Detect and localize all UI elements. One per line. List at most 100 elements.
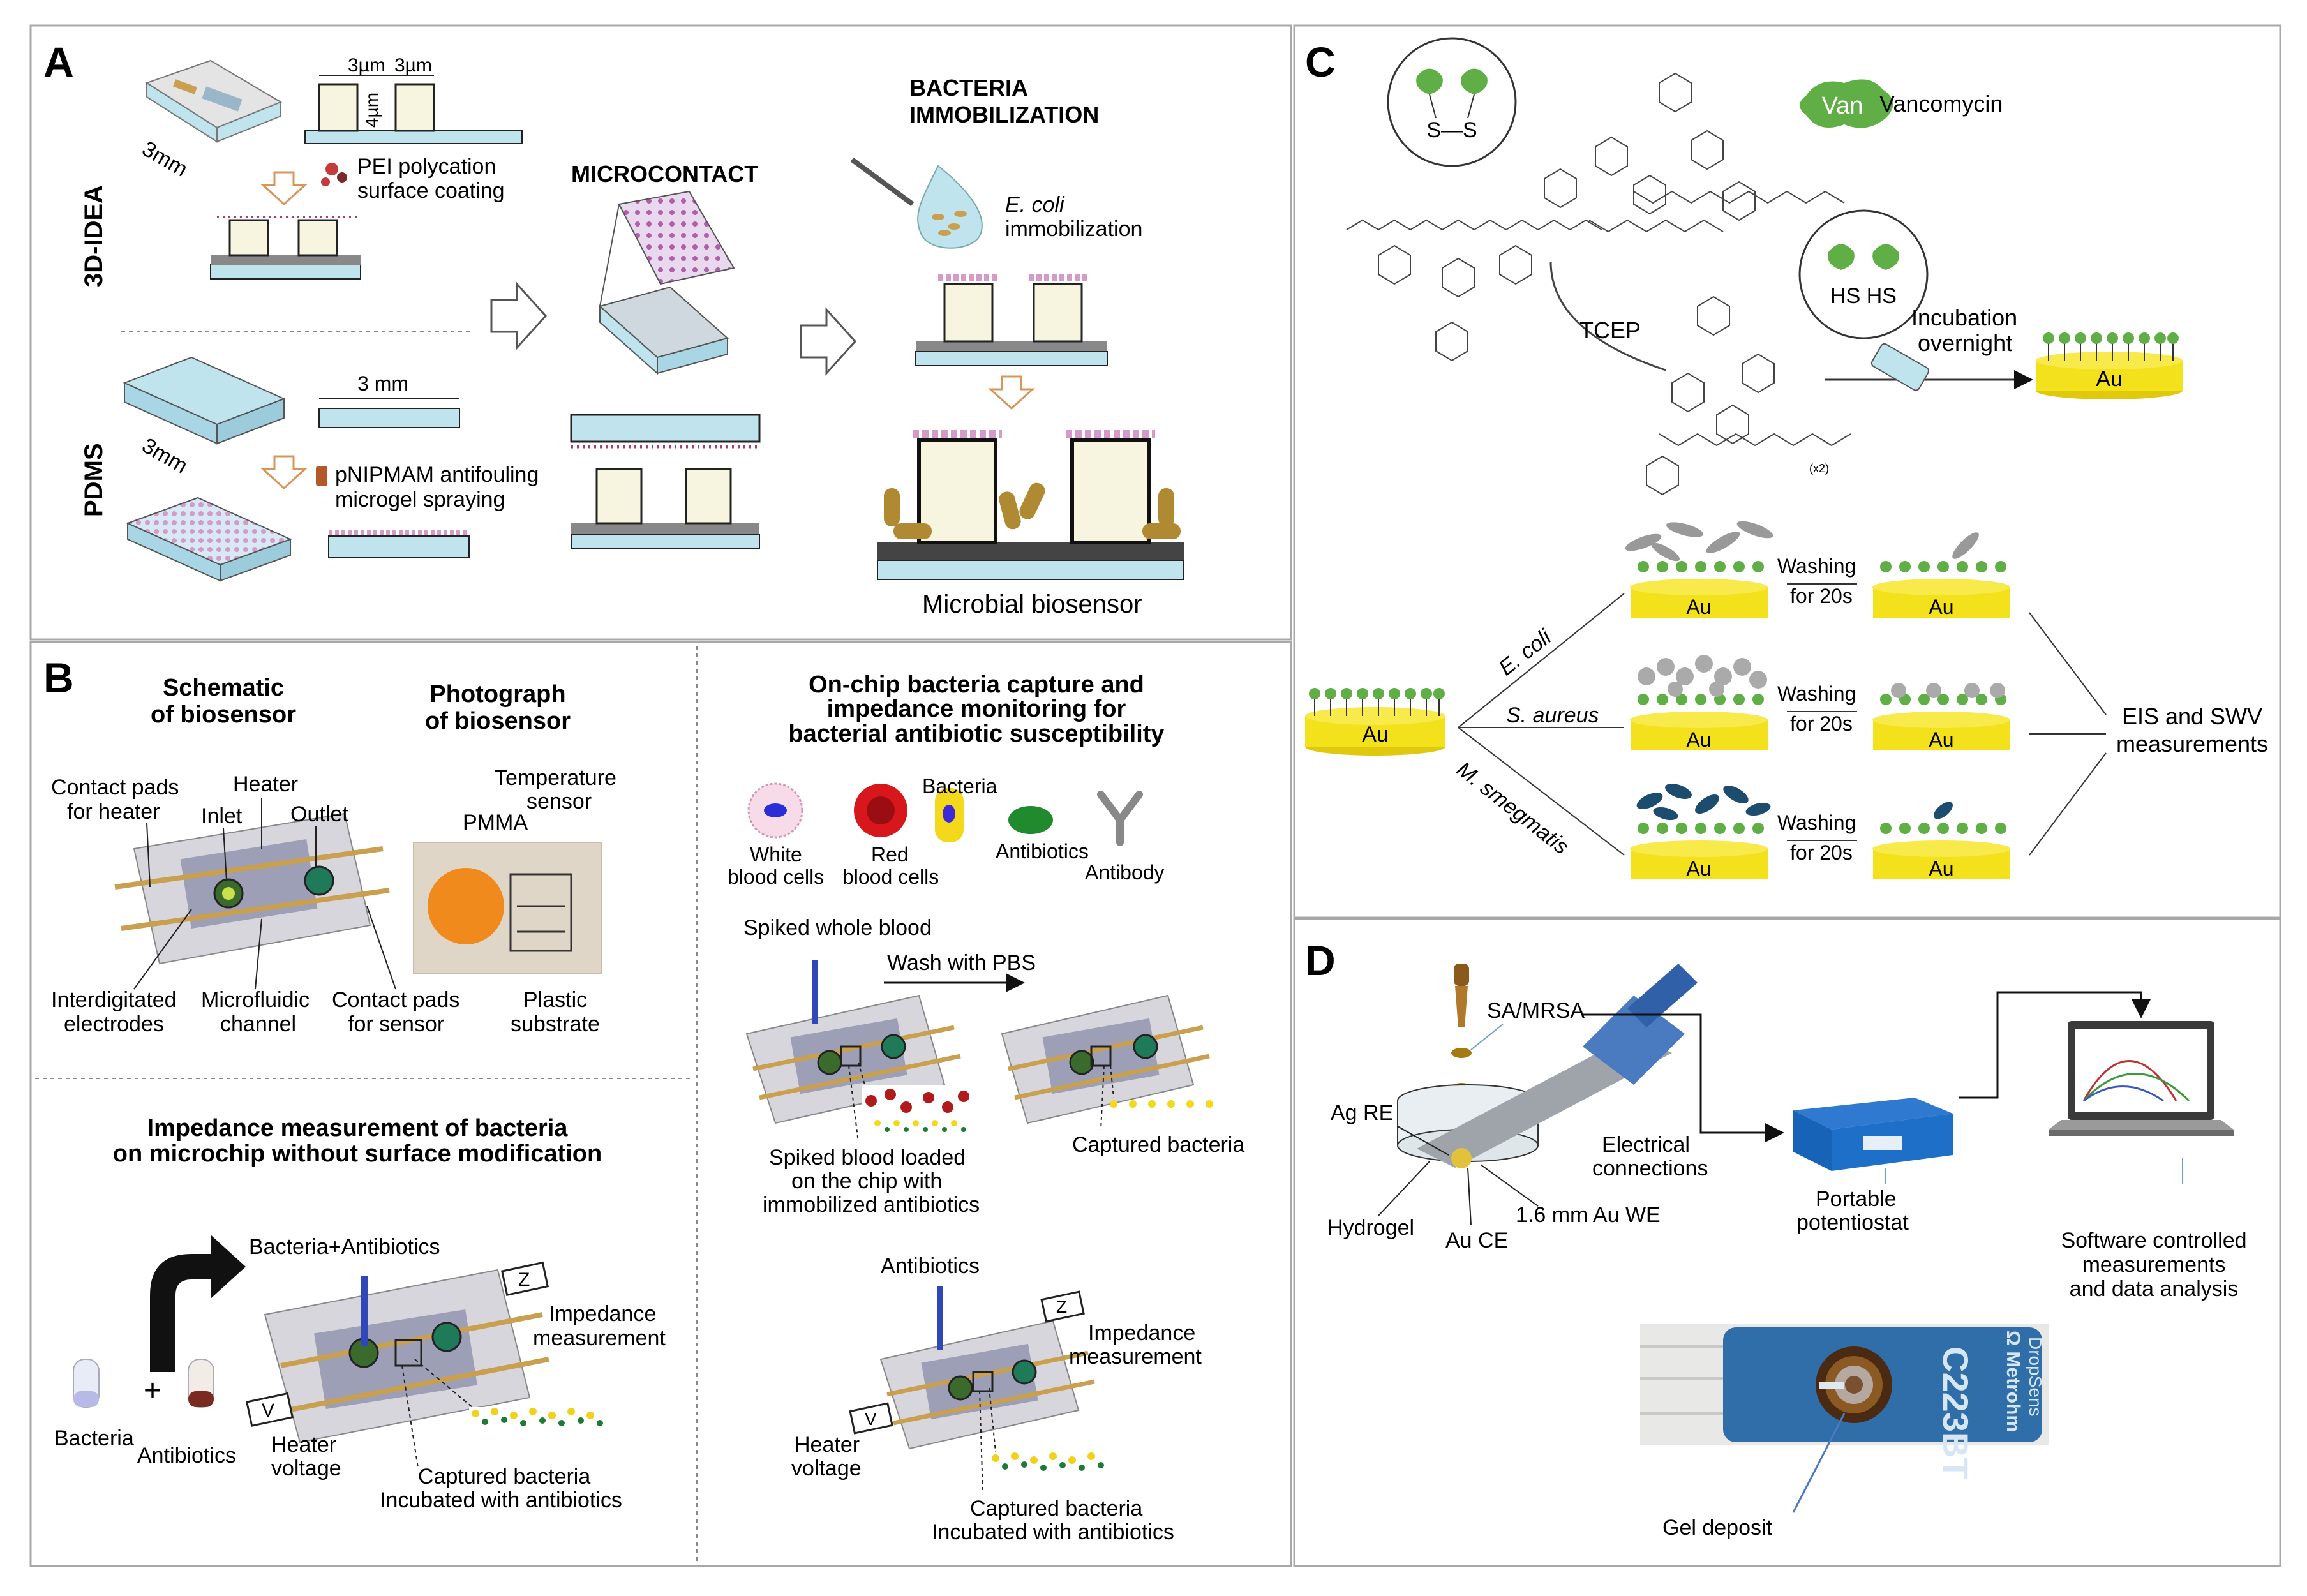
eis-1: EIS and SWV (2122, 703, 2262, 729)
dim-3mm-pdms: 3mm (138, 433, 191, 479)
van-text: Van (1822, 93, 1863, 119)
dim-3mm-idea: 3mm (138, 137, 191, 182)
washing-3: Washing (1777, 811, 1856, 834)
photo-line2: of biosensor (425, 708, 571, 735)
pei-line2: surface coating (357, 179, 505, 203)
ss-circle (1387, 37, 1517, 167)
mf-2: channel (220, 1012, 296, 1036)
au-ecoli-washed-label: Au (1929, 595, 1953, 618)
ss-label: S—S (1426, 118, 1477, 142)
v-meter-2 (849, 1402, 893, 1435)
for20s-1: for 20s (1790, 585, 1853, 608)
captured-bacteria-label: Captured bacteria (1072, 1133, 1244, 1157)
antibiotics-tube-label: Antibiotics (137, 1443, 236, 1468)
curved-arrow (150, 1235, 246, 1372)
au-msmeg-label: Au (1686, 857, 1711, 880)
onchip-title-1: On-chip bacteria capture and (809, 671, 1144, 698)
right-arrow-2 (800, 307, 857, 376)
legend-wbc-2: blood cells (728, 865, 824, 888)
heater-v-4: voltage (791, 1456, 862, 1480)
port-2: potentiostat (1796, 1211, 1909, 1235)
spray-icon (316, 466, 327, 486)
port-1: Portable (1816, 1187, 1897, 1211)
bact-imm-line2: IMMOBILIZATION (909, 101, 1099, 128)
au-saureus-label: Au (1686, 728, 1711, 751)
row-saureus-washed (1872, 683, 2010, 750)
z-meter-1 (500, 1261, 549, 1297)
legend-antibiotics: Antibiotics (996, 840, 1089, 863)
chip-schematic (114, 812, 390, 965)
panel-d: D SA/MRSA Ag RE Hydrogel Au CE 1.6 mm Au… (1305, 937, 2247, 1540)
chip-imp-1 (264, 1269, 549, 1443)
dim-3um-b: 3µm (394, 55, 432, 76)
hs-van-icons (1828, 244, 1899, 270)
legend-antibody: Antibody (1085, 861, 1165, 884)
incub-2: overnight (1918, 330, 2012, 356)
elec-1: Electrical (1602, 1133, 1690, 1157)
legend-rbc-2: blood cells (842, 865, 939, 888)
v-meter-1 (245, 1392, 294, 1428)
sa-mrsa-label: SA/MRSA (1487, 999, 1585, 1023)
legend-rbc-1: Red (871, 843, 909, 866)
plus-sign: + (144, 1374, 161, 1408)
legend-antibody-icon (1097, 791, 1143, 846)
sensor-strip (1397, 964, 1698, 1168)
dim-3-mm: 3 mm (357, 372, 408, 395)
chip-imp-2 (879, 1286, 1095, 1450)
captured-bacteria-dots-2 (992, 1452, 1104, 1471)
for20s-3: for 20s (1790, 841, 1853, 864)
tcep-arrow-line (1549, 261, 1666, 371)
au-ce-label: Au CE (1445, 1228, 1508, 1253)
microbial-biosensor-cross (877, 430, 1184, 580)
panel-a-frame (29, 24, 1292, 641)
wash-label: Wash with PBS (887, 951, 1036, 975)
mf-1: Microfluidic (201, 988, 310, 1012)
pdms-sprayed (126, 496, 292, 582)
spiked-cells (862, 1085, 970, 1136)
au-disk-top (2036, 332, 2183, 399)
ss-van-icons (1416, 68, 1488, 94)
x2-label: (x2) (1809, 462, 1829, 475)
panel-c-frame (1293, 24, 2281, 919)
au-ecoli-label: Au (1686, 595, 1711, 618)
v-label-2: V (865, 1409, 877, 1429)
inlet-label: Inlet (201, 804, 243, 828)
row-ecoli (1625, 521, 1773, 618)
pnipmam-line1: pNIPMAM antifouling (335, 463, 539, 487)
impedance-3: Impedance (1088, 1321, 1195, 1345)
pei-line1: PEI polycation (357, 154, 496, 179)
eis-2: measurements (2116, 731, 2268, 757)
imp-title-2: on microchip without surface modificatio… (113, 1140, 602, 1167)
schematic-line2: of biosensor (151, 701, 296, 728)
washed-bacteria (1110, 1100, 1213, 1108)
row-label-pdms: PDMS (80, 443, 108, 517)
spiked-loaded-2: on the chip with (791, 1169, 942, 1193)
hs-label: HS HS (1830, 284, 1897, 308)
captured-3: Captured bacteria (970, 1496, 1142, 1521)
chip-washed (1001, 994, 1210, 1124)
temp-2: sensor (526, 789, 592, 814)
washing-1: Washing (1777, 555, 1856, 578)
idea-pillars (304, 75, 523, 144)
plastic-2: substrate (511, 1012, 600, 1036)
panel-b-frame (29, 641, 1292, 1567)
legend-bacteria: Bacteria (922, 775, 997, 798)
strip-code: C223BT (1936, 1346, 1976, 1480)
van-logo (1800, 79, 1893, 128)
pipette-icon (850, 157, 915, 207)
dim-4um: 4µm (362, 93, 382, 128)
row-label-3d-idea: 3D-IDEA (80, 185, 108, 287)
impedance-4: measurement (1069, 1345, 1202, 1369)
au-saureus-washed-label: Au (1929, 728, 1953, 751)
dim-3um-a: 3µm (348, 55, 385, 76)
contact-heater-1: Contact pads (51, 775, 179, 800)
captured-2: Incubated with antibiotics (380, 1488, 622, 1512)
for20s-2: for 20s (1790, 712, 1853, 735)
panel-d-letter: D (1305, 937, 1336, 984)
z-meter-2 (1040, 1290, 1085, 1323)
immobilized-cross (915, 274, 1108, 366)
legend-wbc-1: White (750, 843, 802, 866)
immobilization-label: immobilization (1005, 217, 1142, 241)
spiked-loaded-3: immobilized antibiotics (763, 1193, 980, 1217)
